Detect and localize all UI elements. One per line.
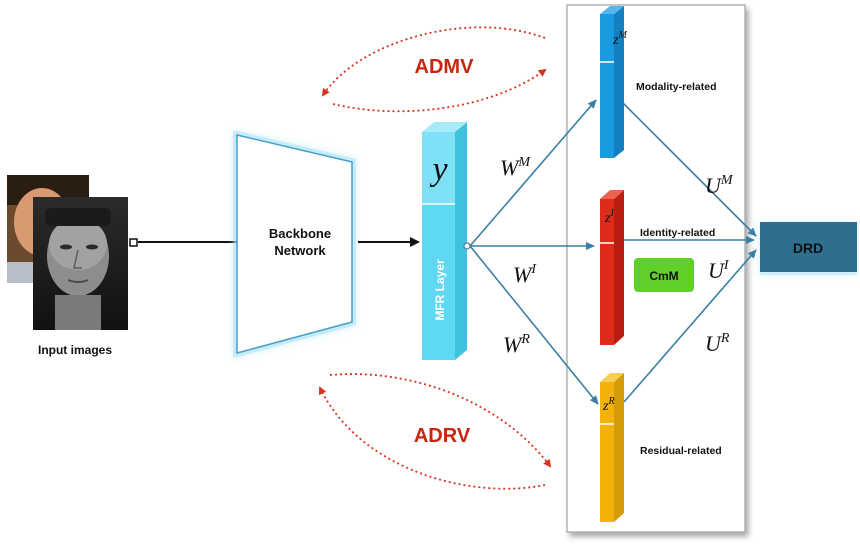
mfr-symbol-y: y: [429, 151, 448, 188]
input-connector: [129, 238, 138, 247]
ui-label: UI: [708, 258, 730, 283]
modality-block: [600, 6, 624, 158]
input-images: [7, 175, 138, 330]
mfr-layer-label: MFR Layer: [433, 259, 447, 321]
residual-symbol: zR: [602, 396, 615, 414]
backbone-label-line2: Network: [274, 243, 326, 258]
backbone-label-line1: Backbone: [269, 226, 331, 241]
modality-label: Modality-related: [636, 81, 717, 93]
input-images-caption: Input images: [38, 343, 112, 357]
nir-face-image: [33, 197, 128, 330]
drd-box: [760, 222, 857, 275]
ur-label: UR: [705, 331, 730, 356]
modality-symbol: zM: [612, 30, 627, 48]
ur-arrow: [623, 249, 757, 403]
wm-arrow: [469, 99, 597, 247]
admv-label: ADMV: [415, 56, 475, 78]
identity-block: [600, 190, 624, 345]
um-label: UM: [705, 173, 734, 198]
mfr-layer-block: [422, 122, 467, 360]
admv-arcs: [321, 26, 547, 113]
wi-label: WI: [513, 262, 537, 287]
backbone-network: [233, 129, 356, 359]
adrv-arcs: [319, 373, 552, 490]
mfr-output-node: [463, 242, 471, 250]
adrv-label: ADRV: [414, 425, 471, 447]
wm-label: WM: [500, 155, 531, 180]
wr-label: WR: [503, 332, 530, 357]
cmm-badge: [634, 258, 694, 292]
cmm-label: CmM: [649, 269, 678, 283]
residual-block: [600, 373, 624, 522]
um-arrow: [614, 94, 757, 237]
residual-label: Residual-related: [640, 445, 722, 457]
identity-label: Identity-related: [640, 227, 715, 239]
wr-arrow: [469, 245, 599, 405]
drd-label: DRD: [793, 240, 823, 256]
identity-symbol: zI: [604, 208, 614, 226]
